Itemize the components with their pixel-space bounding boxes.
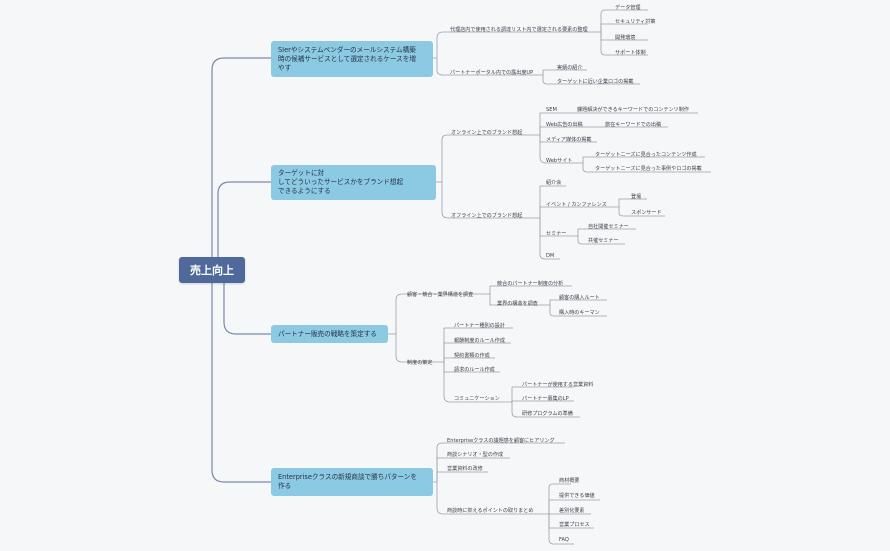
item-referral[interactable]: 紹介会 — [546, 180, 562, 186]
leaf-website-content[interactable]: ターゲットニーズに見合ったコンテンツ作成 — [595, 152, 697, 158]
leaf-own-seminar[interactable]: 自社開催セミナー — [588, 224, 629, 230]
item-media[interactable]: メディア媒体の掲載 — [546, 137, 592, 143]
subtopic-offline-branding[interactable]: オフライン上でのブランド想起 — [451, 213, 523, 219]
main-topic-2[interactable]: ターゲットに対 してどういったサービスかをブランド想起 できるようにする — [271, 165, 436, 200]
item-industry-structure[interactable]: 業界の構造を調査 — [497, 301, 538, 307]
leaf-joint-seminar[interactable]: 共催セミナー — [588, 238, 619, 244]
leaf-dev-environment[interactable]: 開発環境 — [615, 35, 636, 41]
leaf-billing-rules[interactable]: 請求のルール作成 — [454, 367, 495, 373]
item-dm[interactable]: DM — [546, 253, 555, 259]
leaf-sales-process[interactable]: 営業プロセス — [559, 522, 590, 528]
leaf-support[interactable]: サポート体制 — [615, 50, 646, 56]
leaf-keyman[interactable]: 購入時のキーマン — [559, 310, 600, 316]
subtopic-portal-exposure[interactable]: パートナーポータル内での露出度UP — [450, 70, 534, 76]
leaf-product-overview[interactable]: 商材概要 — [559, 478, 580, 484]
leaf-data-management[interactable]: データ管理 — [615, 5, 641, 11]
leaf-case-intro[interactable]: 実績の紹介 — [557, 65, 583, 71]
subtopic-online-branding[interactable]: オンライン上でのブランド想起 — [451, 130, 523, 136]
subtopic-key-points[interactable]: 商談時に抑えるポイントの取りまとめ — [447, 508, 534, 514]
leaf-scenario[interactable]: 商談シナリオ・型の作成 — [447, 452, 504, 458]
leaf-faq[interactable]: FAQ — [559, 537, 569, 543]
main-topic-4[interactable]: Enterpriseクラスの新規商談で勝ちパターンを 作る — [271, 468, 433, 496]
leaf-logo-listing[interactable]: ターゲットに近い企業ロゴの掲載 — [557, 79, 634, 85]
leaf-recruit-lp[interactable]: パートナー募集のLP — [522, 396, 569, 402]
item-website[interactable]: Webサイト — [546, 158, 573, 164]
leaf-sales-doc-update[interactable]: 営業資料の改修 — [447, 466, 483, 472]
leaf-sponsor[interactable]: スポンサード — [631, 210, 662, 216]
subtopic-system-design[interactable]: 制度の策定 — [407, 360, 433, 366]
leaf-security[interactable]: セキュリティ対策 — [615, 19, 656, 25]
main-topic-3[interactable]: パートナー販売の戦略を策定する — [271, 325, 388, 343]
leaf-partner-types[interactable]: パートナー種別の設計 — [454, 323, 505, 329]
leaf-competitor-analysis[interactable]: 競合のパートナー制度の分析 — [497, 281, 564, 287]
leaf-training[interactable]: 研修プログラムの準備 — [522, 411, 573, 417]
subtopic-procurement-list[interactable]: 代理店内で使用される調達リスト内で選定される要素の整理 — [450, 27, 588, 33]
leaf-value[interactable]: 提供できる価値 — [559, 493, 595, 499]
item-seminar[interactable]: セミナー — [546, 231, 567, 237]
leaf-hearing[interactable]: Enterpriseクラスの議題感を顧客にヒアリング — [447, 438, 555, 444]
leaf-reward-rules[interactable]: 報酬制度のルール作成 — [454, 338, 505, 344]
leaf-purchase-route[interactable]: 顧客の購入ルート — [559, 295, 600, 301]
subtopic-research[interactable]: 顧客・競合・業界構造を調査 — [407, 292, 474, 298]
item-web-ad[interactable]: Web広告の出稿 — [546, 122, 583, 128]
root-topic[interactable]: 売上向上 — [179, 257, 245, 283]
leaf-website-cases[interactable]: ターゲットニーズに見合った事例やロゴの掲載 — [595, 166, 702, 172]
main-topic-1[interactable]: SIerやシステムベンダーのメールシステム構築 時の候補サービスとして選定される… — [271, 41, 433, 77]
leaf-differentiation[interactable]: 差別化要素 — [559, 508, 585, 514]
item-sem[interactable]: SEM — [546, 107, 557, 113]
leaf-contracts[interactable]: 契約書類の作成 — [454, 353, 490, 359]
leaf-speaking[interactable]: 登壇 — [631, 194, 642, 200]
item-communication[interactable]: コミュニケーション — [454, 396, 500, 402]
item-event[interactable]: イベント / カンファレンス — [546, 202, 607, 208]
leaf-web-ad-keyword[interactable]: 旅在キーワードでの出稿 — [605, 122, 662, 128]
leaf-sales-materials[interactable]: パートナーが使用する営業資料 — [522, 382, 594, 388]
leaf-sem-content[interactable]: 課題解決ができるキーワードでのコンテンツ制作 — [577, 107, 689, 113]
